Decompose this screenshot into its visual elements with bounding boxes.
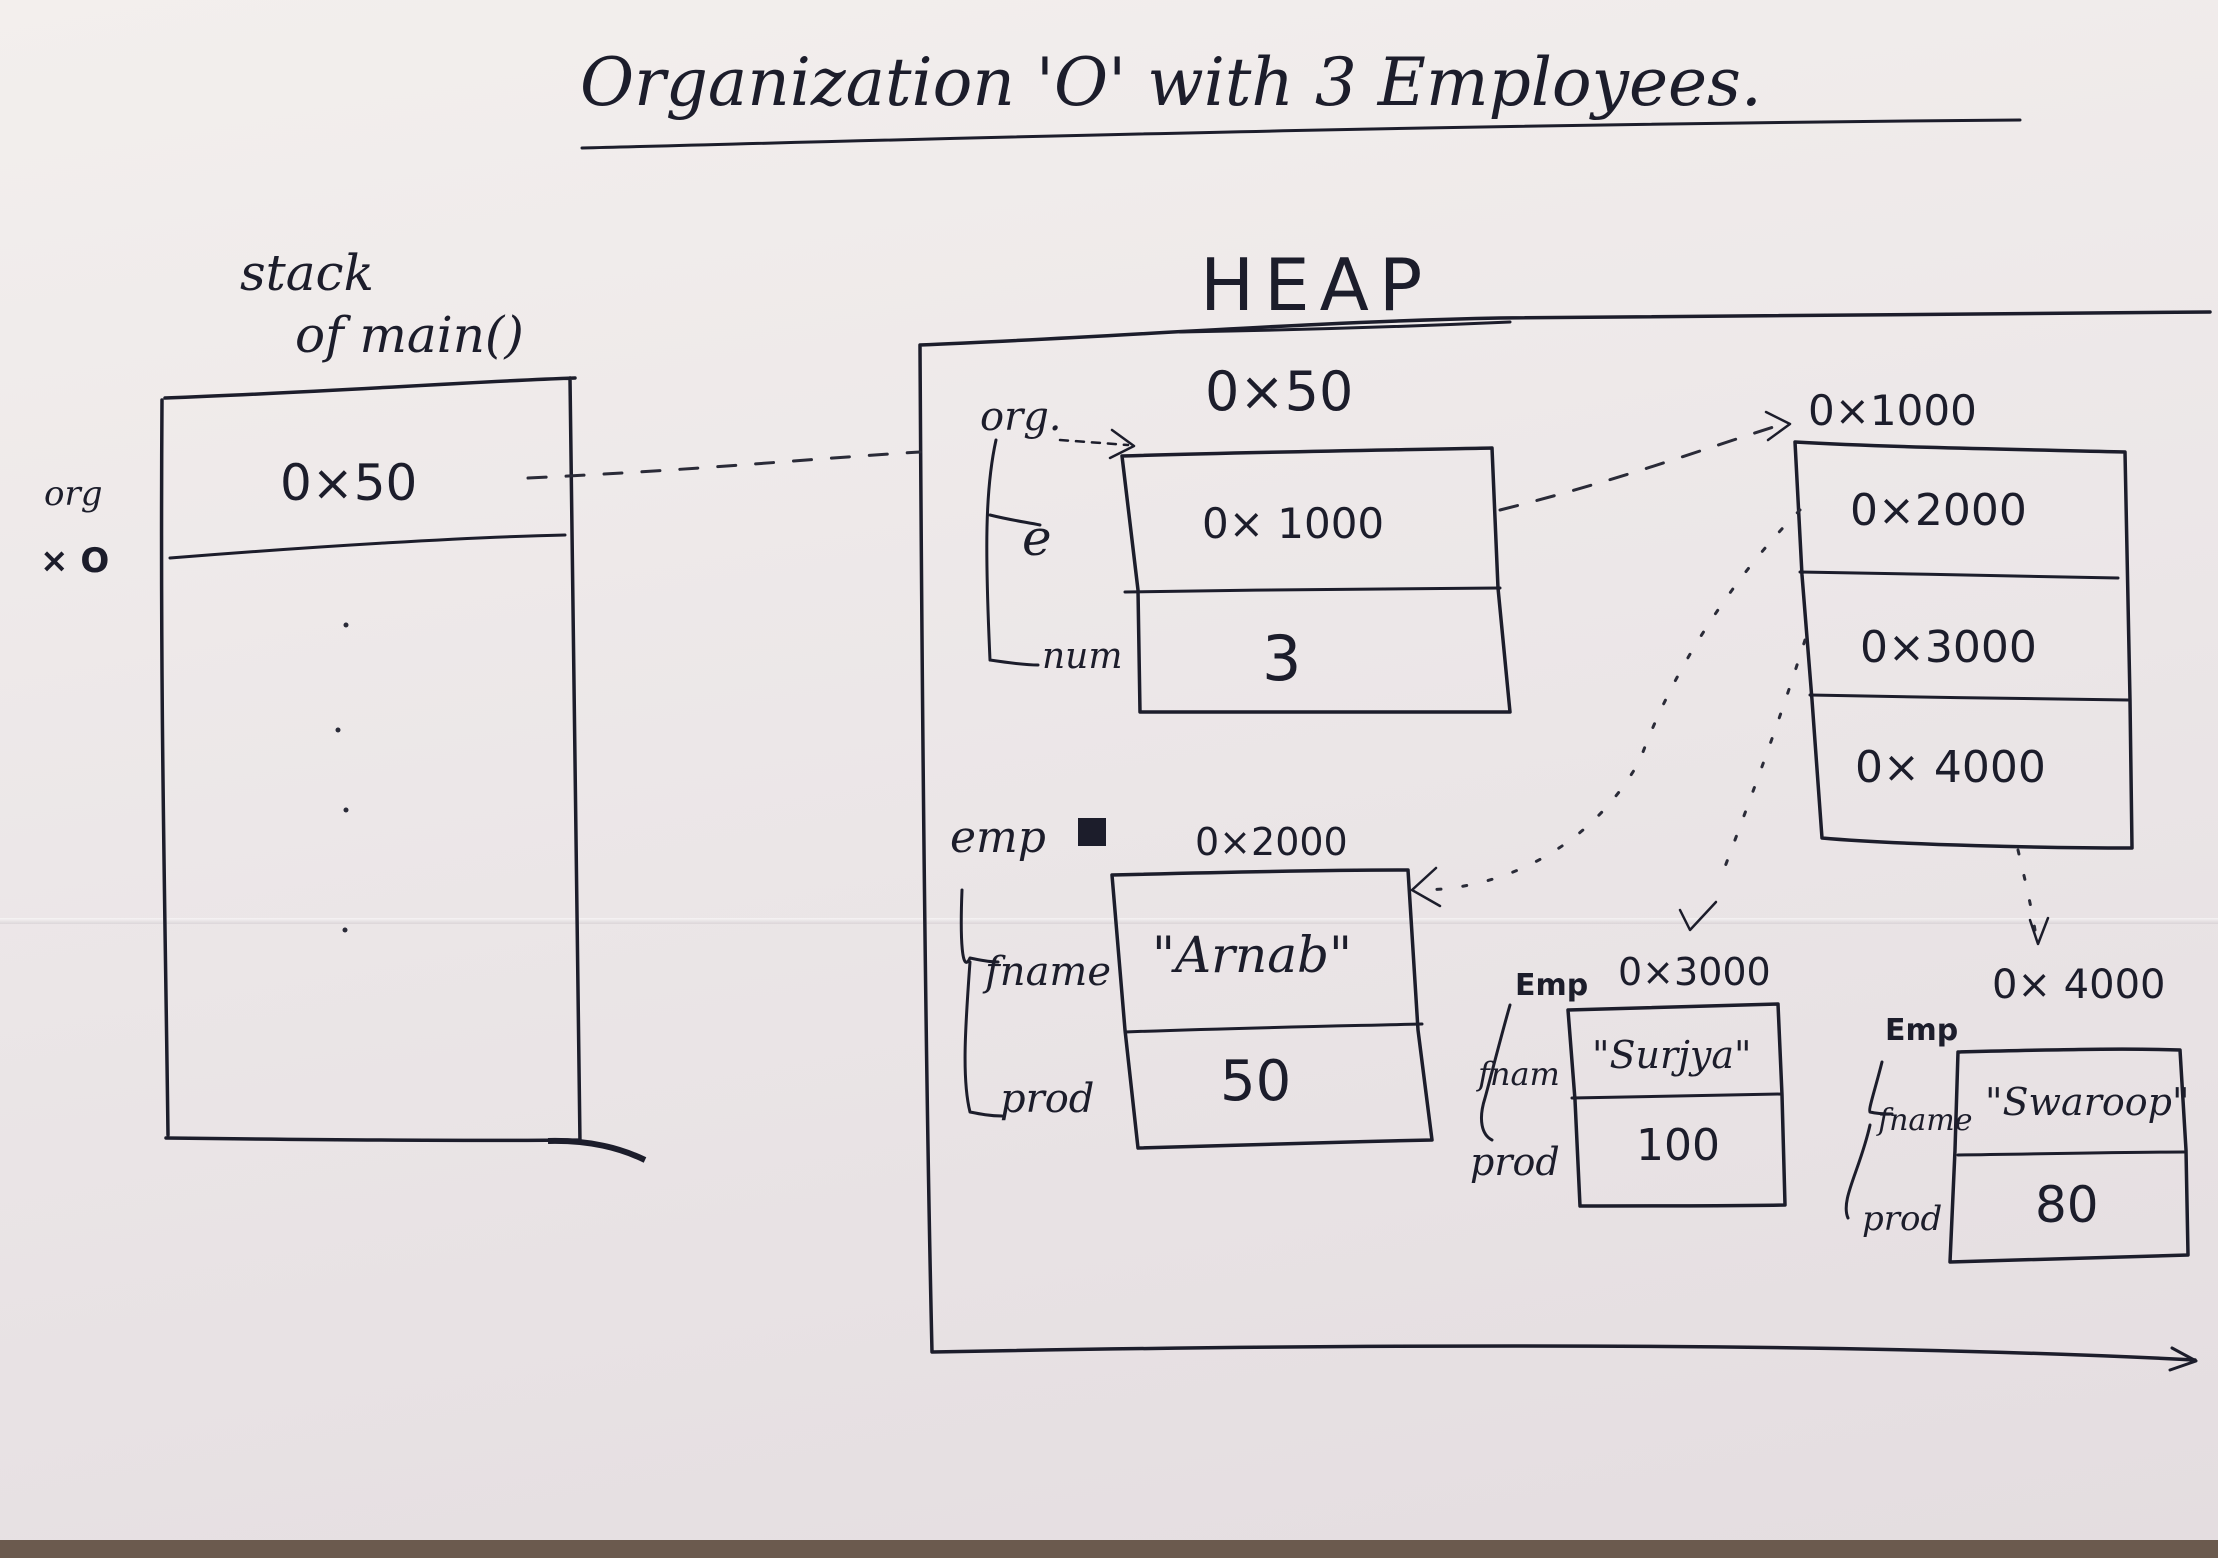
- emp1-prod-value: 50: [1220, 1049, 1291, 1114]
- emp1-divider: [1123, 1022, 1424, 1034]
- org-field-tree: [985, 438, 1042, 667]
- emp2-address: 0×3000: [1618, 950, 1771, 994]
- stack-frame: [159, 376, 582, 1145]
- org-object-box: [1120, 446, 1512, 714]
- array-divider-2: [1808, 693, 2130, 702]
- stack-cell-value: 0×50: [280, 454, 417, 512]
- pointer-e-to-array: [1498, 423, 1782, 512]
- emp3-field-tree: [1844, 1060, 1894, 1220]
- pointer-org-to-heap: [526, 450, 922, 480]
- emp1-label: emp: [950, 812, 1046, 863]
- diagram-title: Organization 'O' with 3 Employees.: [580, 44, 1762, 121]
- stack-var-label: org: [44, 474, 103, 514]
- emp2-prod-label: prod: [1470, 1140, 1560, 1184]
- pointer-array-to-emp1-arrowhead: [1410, 866, 1442, 908]
- array-value-3: 0× 4000: [1855, 742, 2046, 793]
- stack-label-line1: stack: [240, 244, 374, 302]
- emp1-fname-label: fname: [982, 949, 1111, 995]
- pointer-array-to-emp1: [1418, 508, 1802, 892]
- org-field-num-label: num: [1042, 636, 1123, 677]
- stack-cell-divider: [168, 533, 567, 560]
- stack-var-sublabel: × O: [40, 541, 109, 581]
- paper-fold: [0, 918, 2218, 924]
- org-field-num-value: 3: [1262, 622, 1301, 695]
- array-value-1: 0×2000: [1850, 485, 2027, 536]
- emp3-divider: [1956, 1150, 2186, 1157]
- emp3-fname-label: fname: [1876, 1103, 1973, 1138]
- emp1-box: [1110, 868, 1434, 1150]
- stack-bottom-smudge: [547, 1137, 647, 1163]
- emp2-fname-label: fnam: [1476, 1055, 1560, 1093]
- emp1-fname-value: "Arnab": [1152, 926, 1352, 984]
- org-to-object-arrow: [1058, 438, 1130, 447]
- emp1-address: 0×2000: [1195, 820, 1348, 864]
- heap-label-underline: [1178, 320, 1512, 334]
- pointer-e-to-array-arrowhead: [1764, 410, 1792, 442]
- org-object-divider: [1123, 586, 1502, 594]
- emp2-field-tree: [1480, 1003, 1512, 1142]
- emp2-divider: [1570, 1092, 1784, 1100]
- array-value-2: 0×3000: [1860, 622, 2037, 673]
- org-field-e-value: 0× 1000: [1202, 499, 1384, 548]
- emp2-prod-value: 100: [1636, 1120, 1720, 1171]
- org-address: 0×50: [1205, 360, 1353, 423]
- emp1-field-tree: [959, 888, 1004, 1118]
- title-underline: [580, 118, 2022, 150]
- org-label: org.: [980, 394, 1062, 440]
- pointer-array-to-emp3-arrowhead: [2028, 916, 2050, 946]
- pointer-array-to-emp3: [2016, 848, 2037, 932]
- emp3-address: 0× 4000: [1992, 962, 2165, 1008]
- array-address: 0×1000: [1808, 386, 1977, 435]
- heap-frame: [918, 310, 2212, 1362]
- org-to-object-arrowhead: [1108, 428, 1136, 460]
- emp3-prod-label: prod: [1862, 1199, 1942, 1239]
- emp2-box: [1566, 1002, 1787, 1208]
- emp1-prod-label: prod: [1000, 1076, 1094, 1122]
- array-divider-1: [1798, 570, 2120, 580]
- emp1-label-scribble: [1078, 818, 1106, 846]
- heap-frame-arrowhead: [2168, 1346, 2198, 1372]
- stack-label-line2: of main(): [295, 306, 524, 364]
- emp3-fname-value: "Swaroop": [1985, 1080, 2189, 1124]
- emp3-box: [1948, 1047, 2190, 1264]
- emp2-label: Emp: [1515, 968, 1588, 1003]
- heap-label: HEAP: [1200, 243, 1432, 327]
- pointer-array-to-emp2-arrowhead: [1678, 900, 1718, 932]
- emp3-prod-value: 80: [2035, 1176, 2099, 1234]
- array-box: [1793, 440, 2134, 850]
- pointer-array-to-emp2: [1718, 638, 1807, 882]
- org-field-e-label: e: [1022, 509, 1052, 567]
- emp2-fname-value: "Surjya": [1592, 1033, 1752, 1077]
- stack-ellipsis: [335, 622, 349, 933]
- emp3-label: Emp: [1885, 1013, 1958, 1048]
